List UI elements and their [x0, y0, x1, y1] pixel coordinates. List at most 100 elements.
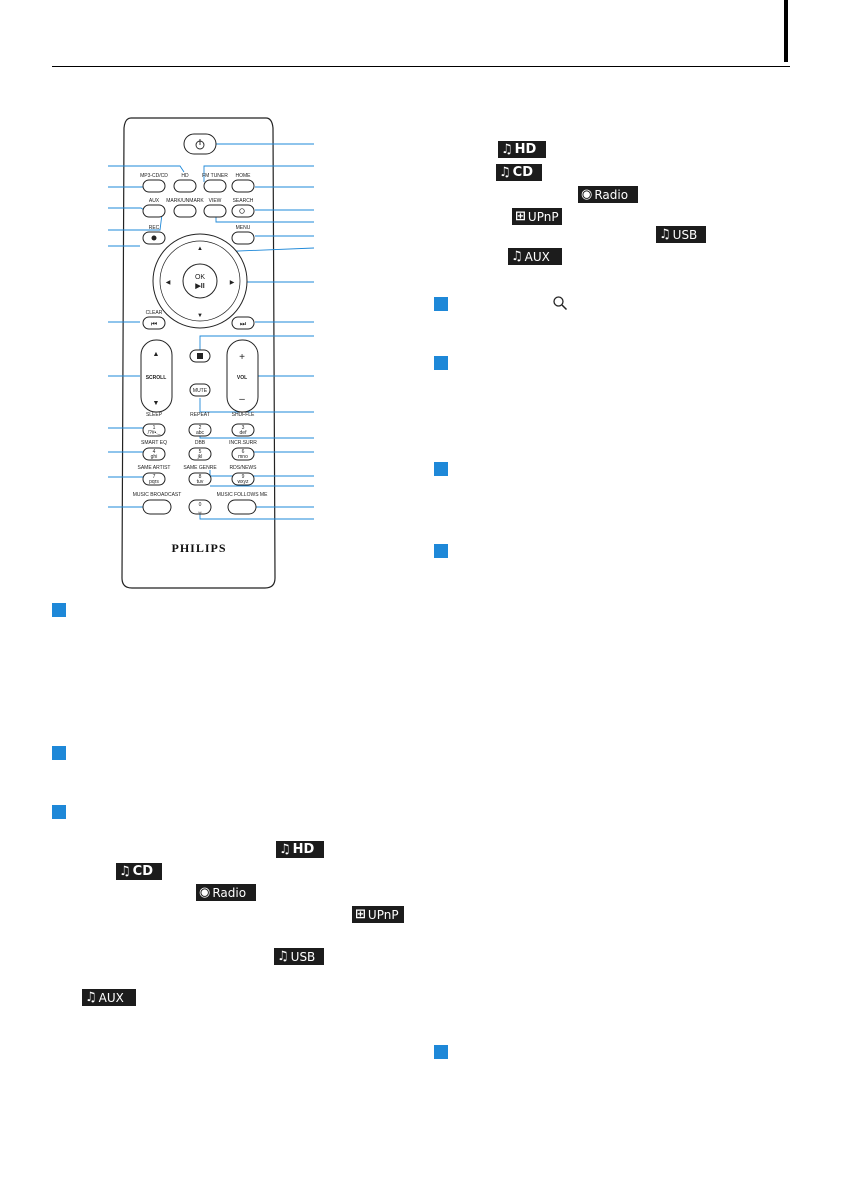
key-1: 1	[153, 425, 156, 431]
music-note-icon: ♫	[659, 227, 671, 242]
remote-illustration: MP3-CD/CD HD FM TUNER HOME AUX MARK/UNMA…	[108, 117, 315, 589]
key-1-sub: /?#•._	[148, 430, 161, 436]
lbl-fmtuner: FM TUNER	[202, 173, 228, 179]
badge-radio: ◉ Radio	[196, 884, 256, 901]
lbl-ok: OK	[195, 274, 205, 281]
key-9-sub: wxyz	[237, 479, 249, 485]
lbl-rec: REC	[149, 225, 160, 231]
badge-cd: ♫ CD	[116, 863, 162, 880]
key-3: 3	[242, 425, 245, 431]
key-0-sub: ␣	[198, 508, 201, 514]
section-marker	[434, 462, 448, 476]
badge-upnp-text: UPnP	[367, 907, 399, 922]
key-0: 0	[199, 502, 202, 508]
lbl-repeat: REPEAT	[190, 412, 210, 418]
section-marker	[52, 746, 66, 760]
key-8-sub: tuv	[197, 479, 204, 485]
music-note-icon: ♫	[119, 864, 131, 879]
lbl-mp3cd: MP3-CD/CD	[140, 173, 168, 179]
badge-aux-text: AUX	[524, 249, 550, 264]
page-edge-bar	[784, 0, 788, 62]
section-marker	[434, 544, 448, 558]
key-7: 7	[153, 474, 156, 480]
section-marker	[434, 356, 448, 370]
lbl-samegenre: SAME GENRE	[183, 465, 217, 471]
svg-text:▼: ▼	[153, 400, 160, 407]
key-7-sub: pqrs	[149, 479, 159, 485]
badge-usb-text: USB	[290, 949, 316, 964]
badge-radio-text: Radio	[594, 187, 629, 202]
badge-hd-text: HD	[292, 842, 315, 857]
lbl-home: HOME	[236, 173, 252, 179]
lbl-sameartist: SAME ARTIST	[138, 465, 171, 471]
badge-cd-text: CD	[512, 165, 533, 180]
key-6: 6	[242, 449, 245, 455]
badge-aux-text: AUX	[98, 990, 124, 1005]
lbl-hd: HD	[181, 173, 189, 179]
key-8: 8	[199, 474, 202, 480]
key-9: 9	[242, 474, 245, 480]
lbl-scroll: SCROLL	[146, 375, 167, 381]
key-3-sub: def	[240, 430, 248, 436]
svg-text:▶: ▶	[230, 280, 235, 286]
badge-usb-text: USB	[672, 227, 698, 242]
svg-text:⏭: ⏭	[240, 321, 247, 328]
badge-aux: ♫ AUX	[82, 989, 136, 1006]
music-note-icon: ♫	[279, 842, 291, 857]
network-icon: ⊞	[355, 907, 366, 922]
key-6-sub: mno	[238, 454, 248, 460]
badge-upnp: ⊞ UPnP	[352, 906, 404, 923]
lbl-menu: MENU	[236, 225, 251, 231]
lbl-musicfollowsme: MUSIC FOLLOWS ME	[217, 492, 269, 498]
badge-cd-text: CD	[132, 864, 153, 879]
lbl-incrsurr: INCR.SURR	[229, 440, 257, 446]
lbl-search: SEARCH	[233, 198, 254, 204]
section-marker	[434, 297, 448, 311]
radio-icon: ◉	[199, 885, 211, 900]
svg-text:–: –	[239, 394, 245, 405]
lbl-view: VIEW	[209, 198, 222, 204]
badge-cd: ♫ CD	[496, 164, 542, 181]
lbl-mute: MUTE	[193, 388, 208, 394]
key-4-sub: ghi	[151, 454, 158, 460]
lbl-musicbroadcast: MUSIC BROADCAST	[133, 492, 182, 498]
lbl-mark: MARK/UNMARK	[166, 198, 204, 204]
badge-usb: ♫ USB	[656, 226, 706, 243]
svg-text:◀: ◀	[166, 280, 171, 286]
lbl-sleep: SLEEP	[146, 412, 163, 418]
music-note-icon: ♫	[499, 165, 511, 180]
lbl-rdsnews: RDS/NEWS	[230, 465, 258, 471]
badge-aux: ♫ AUX	[508, 248, 562, 265]
music-note-icon: ♫	[511, 249, 523, 264]
svg-text:⏮: ⏮	[151, 321, 157, 328]
key-2-sub: abc	[196, 430, 205, 436]
lbl-dbb: DBB	[195, 440, 206, 446]
key-4: 4	[153, 449, 156, 455]
section-marker	[52, 805, 66, 819]
key-5-sub: jkl	[197, 454, 203, 460]
music-note-icon: ♫	[277, 949, 289, 964]
badge-hd: ♫ HD	[276, 841, 324, 858]
svg-text:+: +	[239, 352, 245, 363]
badge-upnp-text: UPnP	[527, 209, 559, 224]
radio-icon: ◉	[581, 187, 593, 202]
header-rule	[52, 66, 790, 67]
lbl-smarteq: SMART EQ	[141, 440, 167, 446]
key-5: 5	[199, 449, 202, 455]
badge-radio-text: Radio	[212, 885, 247, 900]
svg-text:▼: ▼	[197, 313, 203, 319]
lbl-shuffle: SHUFFLE	[232, 412, 255, 418]
lbl-aux: AUX	[149, 198, 160, 204]
badge-usb: ♫ USB	[274, 948, 324, 965]
section-marker	[52, 603, 66, 617]
badge-hd-text: HD	[514, 142, 537, 157]
remote-brand: PHILIPS	[171, 541, 226, 555]
music-note-icon: ♫	[501, 142, 513, 157]
badge-upnp: ⊞ UPnP	[512, 208, 562, 225]
magnifier-icon	[553, 296, 568, 311]
lbl-playpause: ▶II	[194, 283, 204, 290]
music-note-icon: ♫	[85, 990, 97, 1005]
lbl-vol: VOL	[237, 375, 247, 381]
lbl-clear: CLEAR	[146, 310, 163, 316]
badge-hd: ♫ HD	[498, 141, 546, 158]
